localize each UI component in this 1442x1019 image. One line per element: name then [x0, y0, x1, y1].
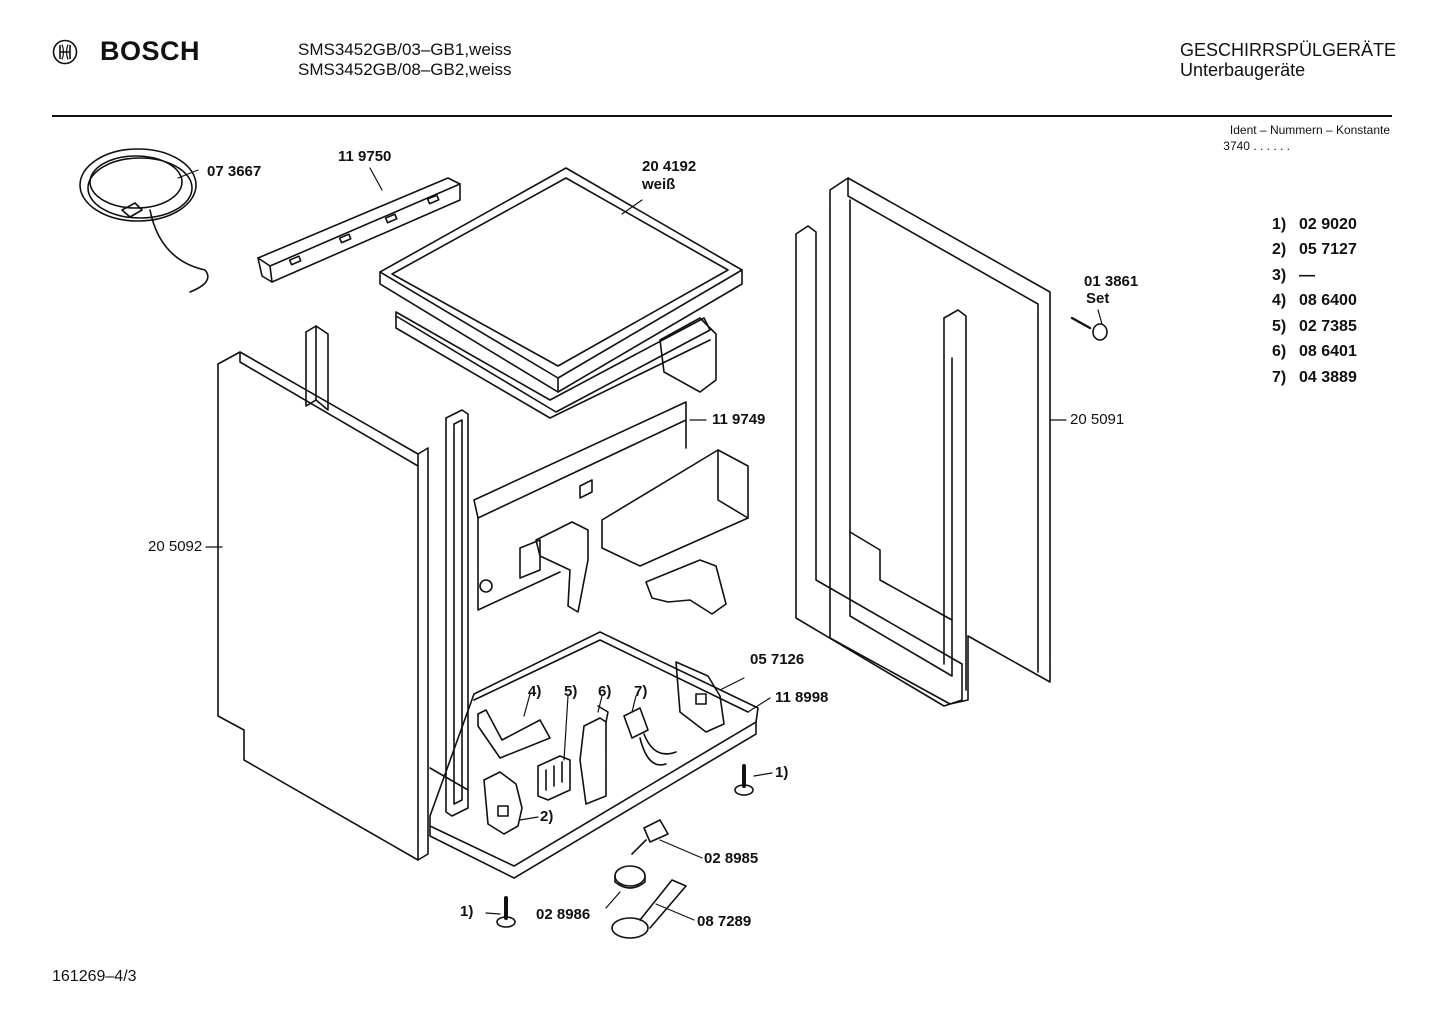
power-cord-drawing [79, 148, 209, 293]
legend-key: 1) [1272, 215, 1287, 233]
front-upright-drawing [429, 409, 469, 817]
ident-number: 3740 [1223, 139, 1250, 153]
part-label-119750: 11 9750 [338, 148, 392, 165]
part-label-118998: 11 8998 [775, 689, 829, 706]
legend-value: — [1299, 266, 1315, 284]
drawing-number: 161269–4/3 [52, 968, 137, 985]
legend-row: 3) — [1272, 263, 1357, 289]
legend-row: 1) 02 9020 [1272, 212, 1357, 238]
legend-row: 2) 05 7127 [1272, 238, 1357, 264]
part-label-204192-note: weiß [642, 176, 676, 193]
part-label-119749: 11 9749 [712, 411, 766, 428]
ident-dots: . . . . . . [1253, 139, 1290, 153]
legend-row: 6) 08 6401 [1272, 340, 1357, 366]
top-rail-drawing [257, 177, 461, 283]
legend-row: 5) 02 7385 [1272, 314, 1357, 340]
part-label-5: 5) [564, 683, 578, 700]
model-list: SMS3452GB/03–GB1,weiss SMS3452GB/08–GB2,… [298, 40, 512, 80]
part-label-2: 2) [540, 808, 554, 825]
legend-key: 4) [1272, 292, 1287, 310]
legend-row: 7) 04 3889 [1272, 365, 1357, 391]
legend-value: 08 6400 [1299, 292, 1357, 310]
part-label-205092: 20 5092 [148, 538, 203, 555]
part-label-087289: 08 7289 [697, 913, 752, 930]
legend-value: 05 7127 [1299, 241, 1357, 259]
legend-value: 08 6401 [1299, 343, 1357, 361]
category-title: GESCHIRRSPÜLGERÄTE [1180, 40, 1397, 60]
right-inner-frame-drawing [795, 225, 967, 707]
legend-key: 5) [1272, 317, 1287, 335]
part-label-6: 6) [598, 683, 612, 700]
part-label-057126: 05 7126 [750, 651, 805, 668]
float-drawing [614, 865, 646, 889]
right-panel-drawing [829, 177, 1051, 705]
parts-legend: 1) 02 9020 2) 05 7127 3) — 4) 08 6400 5) 02 7… [1272, 212, 1357, 391]
brand-block: BOSCH [52, 36, 200, 67]
component-2-drawing [483, 771, 523, 835]
brand-name: BOSCH [100, 36, 201, 66]
foot-right-drawing [734, 764, 754, 796]
legend-key: 7) [1272, 368, 1287, 386]
component-7-drawing [623, 707, 677, 766]
leader-lines [177, 167, 1103, 921]
foot-left-drawing [496, 896, 516, 928]
ident-label: Ident – Nummern – Konstante [1229, 123, 1390, 137]
legend-row: 4) 08 6400 [1272, 289, 1357, 315]
part-label-013861-note: Set [1086, 290, 1110, 307]
bracket-drawing [675, 661, 725, 733]
part-label-013861: 01 3861 [1084, 273, 1139, 290]
part-label-073667: 07 3667 [207, 163, 262, 180]
part-label-1-left: 1) [460, 903, 474, 920]
legend-key: 6) [1272, 343, 1287, 361]
part-label-7: 7) [634, 683, 648, 700]
legend-value: 04 3889 [1299, 368, 1357, 386]
component-5-drawing [537, 755, 571, 801]
insulation-mat-drawing [395, 311, 717, 419]
bosch-logo-icon [52, 39, 78, 64]
part-label-205091: 20 5091 [1070, 411, 1125, 428]
part-label-1-right: 1) [775, 764, 789, 781]
model-line-2: SMS3452GB/08–GB2,weiss [298, 60, 512, 79]
part-label-4: 4) [528, 683, 542, 700]
header-divider [52, 115, 1392, 117]
part-label-028985: 02 8985 [704, 850, 759, 867]
screw-set-drawing [1070, 316, 1108, 341]
base-plate-drawing [429, 631, 759, 879]
model-line-1: SMS3452GB/03–GB1,weiss [298, 40, 512, 59]
component-6-drawing [579, 705, 609, 805]
category-subtitle: Unterbaugeräte [1180, 60, 1306, 80]
left-rear-strip-drawing [305, 325, 329, 411]
float-holder-drawing [611, 879, 687, 939]
part-label-204192: 20 4192 [642, 158, 697, 175]
component-4-drawing [477, 709, 551, 759]
part-label-028986: 02 8986 [536, 906, 591, 923]
ident-value: 3740 . . . . . . [1223, 138, 1290, 154]
cross-member-drawing [473, 401, 749, 615]
legend-key: 2) [1272, 241, 1287, 259]
legend-value: 02 7385 [1299, 317, 1357, 335]
ident-value-row: 3740 . . . . . . [1223, 138, 1390, 154]
legend-value: 02 9020 [1299, 215, 1357, 233]
switch-drawing [631, 819, 669, 855]
left-side-panel-drawing [217, 351, 429, 861]
category-block: GESCHIRRSPÜLGERÄTE Unterbaugeräte [1180, 40, 1396, 80]
ident-block: Ident – Nummern – Konstante 3740 . . . .… [1223, 122, 1390, 154]
worktop-drawing [379, 167, 743, 393]
legend-key: 3) [1272, 266, 1287, 284]
